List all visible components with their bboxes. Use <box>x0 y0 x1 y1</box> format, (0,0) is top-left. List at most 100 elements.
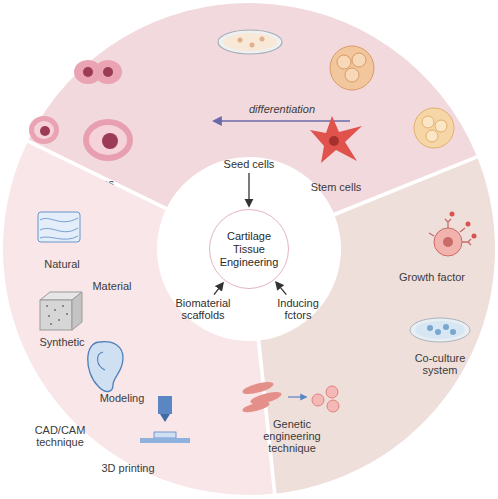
item-label: Synthetic <box>32 336 92 348</box>
item-label: Modeling <box>92 392 152 404</box>
cell-dot <box>435 120 447 132</box>
scaffold-block <box>38 212 80 242</box>
ligand-dot <box>450 212 455 217</box>
cell-nucleus <box>83 67 93 77</box>
cell-nucleus <box>40 126 50 136</box>
cell-matrix <box>89 125 127 155</box>
category-text: Inducing fctors <box>270 297 326 321</box>
natural-scaffold <box>38 212 80 242</box>
dish-rim <box>218 30 282 54</box>
item-label: CAD/CAM technique <box>31 424 89 448</box>
center-title: Cartilage Tissue Engineering <box>216 230 282 269</box>
cell-cluster <box>414 108 454 148</box>
item-label: Material <box>82 280 142 292</box>
cell-dot <box>426 130 438 142</box>
cell-body <box>29 116 59 144</box>
cell-dot <box>345 68 359 82</box>
print-bed <box>140 438 190 443</box>
cube-side <box>72 292 82 330</box>
item-label: Co-culture system <box>408 352 472 376</box>
stem-cells <box>310 46 454 163</box>
item-label: Natural <box>32 258 92 270</box>
cell-nucleus <box>329 136 339 146</box>
petri-dish <box>218 30 282 54</box>
dish-rim <box>410 318 470 342</box>
round-cell <box>312 394 324 406</box>
item-label: Growth factor <box>390 271 474 283</box>
cell-dot <box>352 53 366 67</box>
cell-nucleus <box>102 133 118 149</box>
connector-arrow <box>248 173 249 206</box>
dish-medium <box>223 33 277 51</box>
receptor-lines <box>429 219 471 245</box>
coculture-dish <box>410 318 470 342</box>
cell-dot <box>238 38 243 43</box>
chondrocyte-cells <box>29 60 133 161</box>
ear-model <box>88 342 123 392</box>
category-label: Inducing fctors <box>270 297 326 321</box>
item-label: Stem cells <box>301 181 371 193</box>
printer-nozzle <box>140 396 190 443</box>
cube-top <box>40 292 82 300</box>
connector-arrow <box>276 282 286 294</box>
cell-nucleus <box>443 237 453 247</box>
cell-nucleus <box>103 67 113 77</box>
center-circle: Cartilage Tissue Engineering <box>209 209 289 289</box>
growth-factor-cell <box>429 212 477 257</box>
pore-dots <box>46 306 68 324</box>
cell-dot <box>443 324 449 330</box>
category-label: Seed cells <box>214 158 284 170</box>
round-cell <box>327 400 339 412</box>
fiber-lines <box>40 218 78 239</box>
cell-dot <box>435 329 441 335</box>
genetic-cells <box>241 380 339 415</box>
cell-body <box>434 228 462 256</box>
cell-body <box>74 60 102 84</box>
item-label: 3D printing <box>92 462 164 474</box>
differentiation-arrow <box>214 120 350 121</box>
ligand-dot <box>472 234 477 239</box>
sector-fill <box>3 143 273 495</box>
category-text: Seed cells <box>214 158 284 170</box>
elongated-cell <box>241 400 270 415</box>
cell-dot <box>427 325 433 331</box>
item-label: differentiation <box>240 103 324 115</box>
elongated-cell <box>249 390 282 407</box>
synthetic-scaffold <box>40 292 82 330</box>
cell-dot <box>450 329 456 335</box>
cell-body <box>83 119 133 161</box>
dish-medium <box>415 321 465 339</box>
stem-cell <box>310 116 362 163</box>
nozzle-tip <box>160 414 170 422</box>
cell-dot <box>260 37 265 42</box>
cell-body <box>94 60 122 84</box>
category-label: Biomaterial scaffolds <box>170 297 236 321</box>
sector-fill <box>29 3 477 213</box>
item-label: Genetic engineering technique <box>259 418 325 454</box>
cell-dot <box>422 116 434 128</box>
ear-shape <box>88 342 123 392</box>
cell-dot <box>250 43 255 48</box>
sector-fill <box>260 159 495 494</box>
process-arrow <box>288 396 306 397</box>
cell-dot <box>337 55 351 69</box>
cube-front <box>40 300 72 330</box>
round-cell <box>326 386 338 398</box>
cell-cluster <box>330 46 374 90</box>
ligand-dot <box>466 222 471 227</box>
item-label: Chondrocytes <box>40 177 120 189</box>
nozzle-body <box>158 396 172 414</box>
cell-matrix <box>34 121 54 139</box>
elongated-cell <box>241 380 274 397</box>
ear-fold <box>98 352 105 370</box>
